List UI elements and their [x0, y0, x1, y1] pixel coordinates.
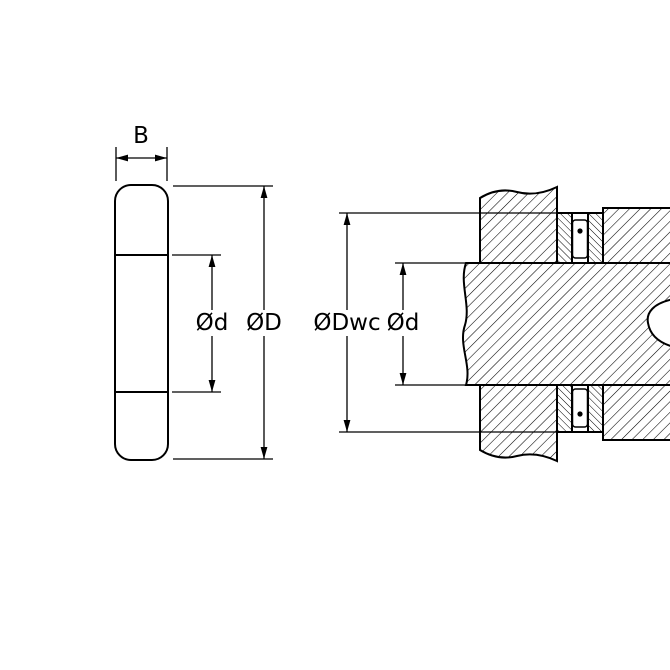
bearing-washer-top-right: [587, 212, 604, 264]
dimension-labels: B Ød ØD ØDwc Ød: [133, 123, 424, 336]
label-mask: [312, 310, 382, 336]
housing-section-top: [479, 185, 558, 264]
bearing-washer-bottom-right: [587, 384, 604, 433]
cage-pin-bottom: [577, 411, 583, 417]
roller-top: [571, 219, 589, 259]
label-mask: [190, 310, 234, 336]
bearing-washer-top-left: [556, 212, 573, 264]
bearing-washer-bottom-left: [556, 384, 573, 433]
label-washer-outer-section: ØDwc: [313, 310, 380, 336]
label-width-b: B: [133, 123, 149, 149]
shaft-break-notch: [646, 298, 670, 347]
housing-section-bottom: [479, 384, 558, 463]
cage-pin-top: [577, 228, 583, 234]
section-view: [461, 185, 670, 463]
label-shaft-section: Ød: [387, 310, 420, 336]
label-outer-left: ØD: [246, 310, 282, 336]
shaft-shoulder-section-bottom: [602, 384, 670, 441]
roller-bottom: [571, 388, 589, 428]
label-mask: [382, 310, 424, 336]
dimension-width-b: [115, 147, 168, 181]
shaft-section: [461, 262, 670, 386]
washer-side-view: [114, 184, 169, 461]
label-bore-left: Ød: [196, 310, 229, 336]
washer-body-outline: [114, 184, 169, 461]
bearing-section-top: [556, 212, 604, 264]
bearing-section-bottom: [556, 384, 604, 433]
label-mask: [239, 310, 289, 336]
shaft-shoulder-section-top: [602, 207, 670, 264]
